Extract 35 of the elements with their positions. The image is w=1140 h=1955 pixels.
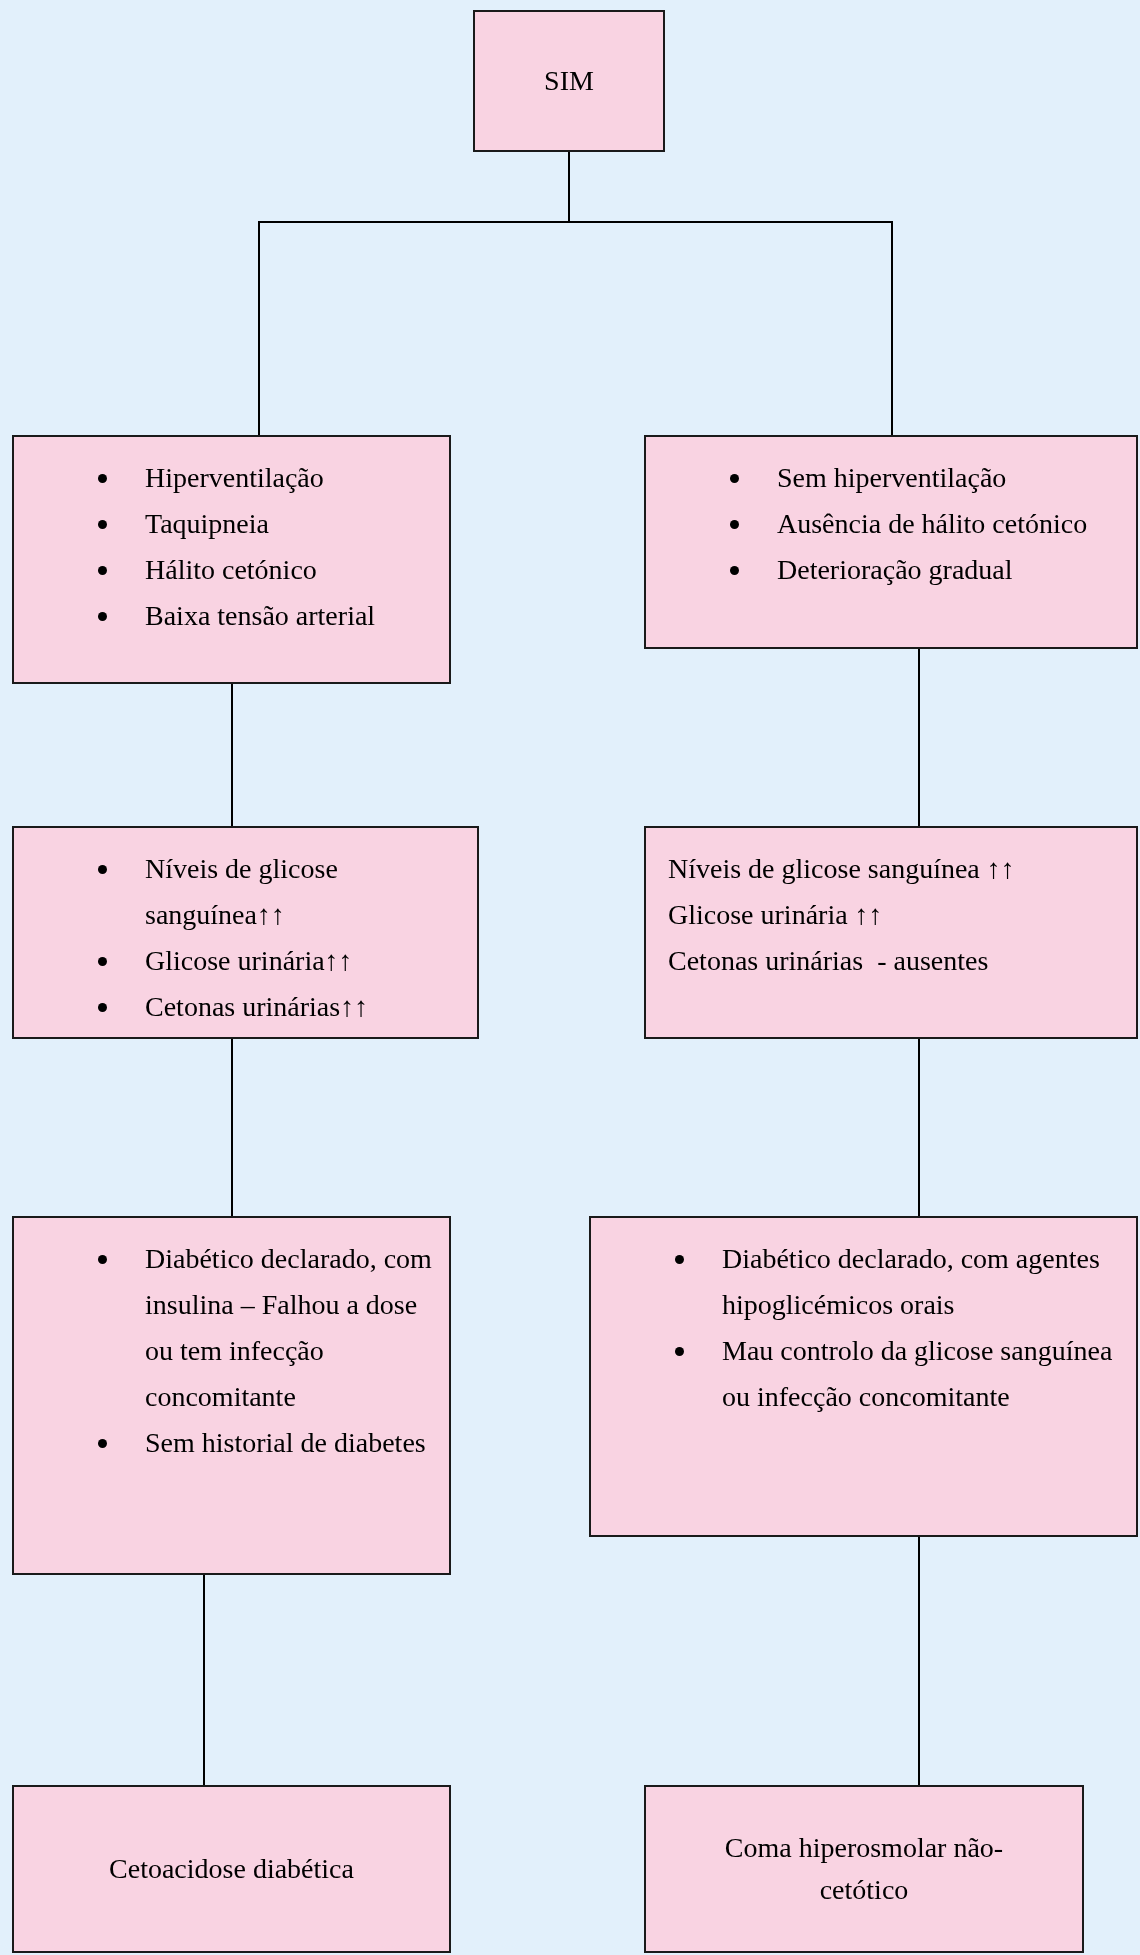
bullet-text: Baixa tensão arterial — [145, 599, 377, 633]
bullet-text: Deterioração gradual — [777, 553, 1014, 587]
connector-line — [918, 1038, 920, 1217]
bullet-text: Sem hiperventilação — [777, 461, 1008, 495]
bullet-text: Hálito cetónico — [145, 553, 318, 587]
bullet-text: Cetonas urinárias↑↑ — [145, 990, 370, 1024]
connector-line — [918, 648, 920, 827]
process-box — [644, 826, 1138, 1039]
bullet-text: Níveis de glicose sanguínea↑↑ — [145, 852, 339, 932]
connector-line — [231, 683, 233, 827]
process-box — [12, 826, 479, 1039]
connector-line — [231, 1038, 233, 1217]
bullet-text: Taquipneia — [145, 507, 270, 541]
box-text: Níveis de glicose sanguínea ↑↑ — [668, 852, 1016, 886]
connector-line — [918, 1536, 920, 1786]
process-box — [473, 10, 665, 152]
box-text: Cetonas urinárias - ausentes — [668, 944, 990, 978]
process-box — [12, 435, 451, 684]
box-text: Coma hiperosmolar não-cetótico — [723, 1831, 1005, 1907]
process-box — [644, 1785, 1084, 1953]
bullet-text: Glicose urinária↑↑ — [145, 944, 354, 978]
bullet-text: Mau controlo da glicose sanguínea ou infecção concomitante — [722, 1334, 1114, 1414]
connector-line — [203, 1574, 205, 1786]
process-box — [12, 1785, 451, 1953]
box-text: SIM — [544, 64, 594, 98]
box-text: Cetoacidose diabética — [109, 1852, 354, 1886]
bullet-text: Sem historial de diabetes — [145, 1426, 427, 1460]
process-box — [644, 435, 1138, 649]
bullet-text: Hiperventilação — [145, 461, 325, 495]
bullet-text: Diabético declarado, com agentes hipoglicémicos orais — [722, 1242, 1101, 1322]
process-box — [589, 1216, 1138, 1537]
bullet-text: Ausência de hálito cetónico — [777, 507, 1089, 541]
box-text: Glicose urinária ↑↑ — [668, 898, 884, 932]
process-box — [12, 1216, 451, 1575]
bullet-text: Diabético declarado, com insulina – Falhou a dose ou tem infecção concomitante — [145, 1242, 433, 1414]
